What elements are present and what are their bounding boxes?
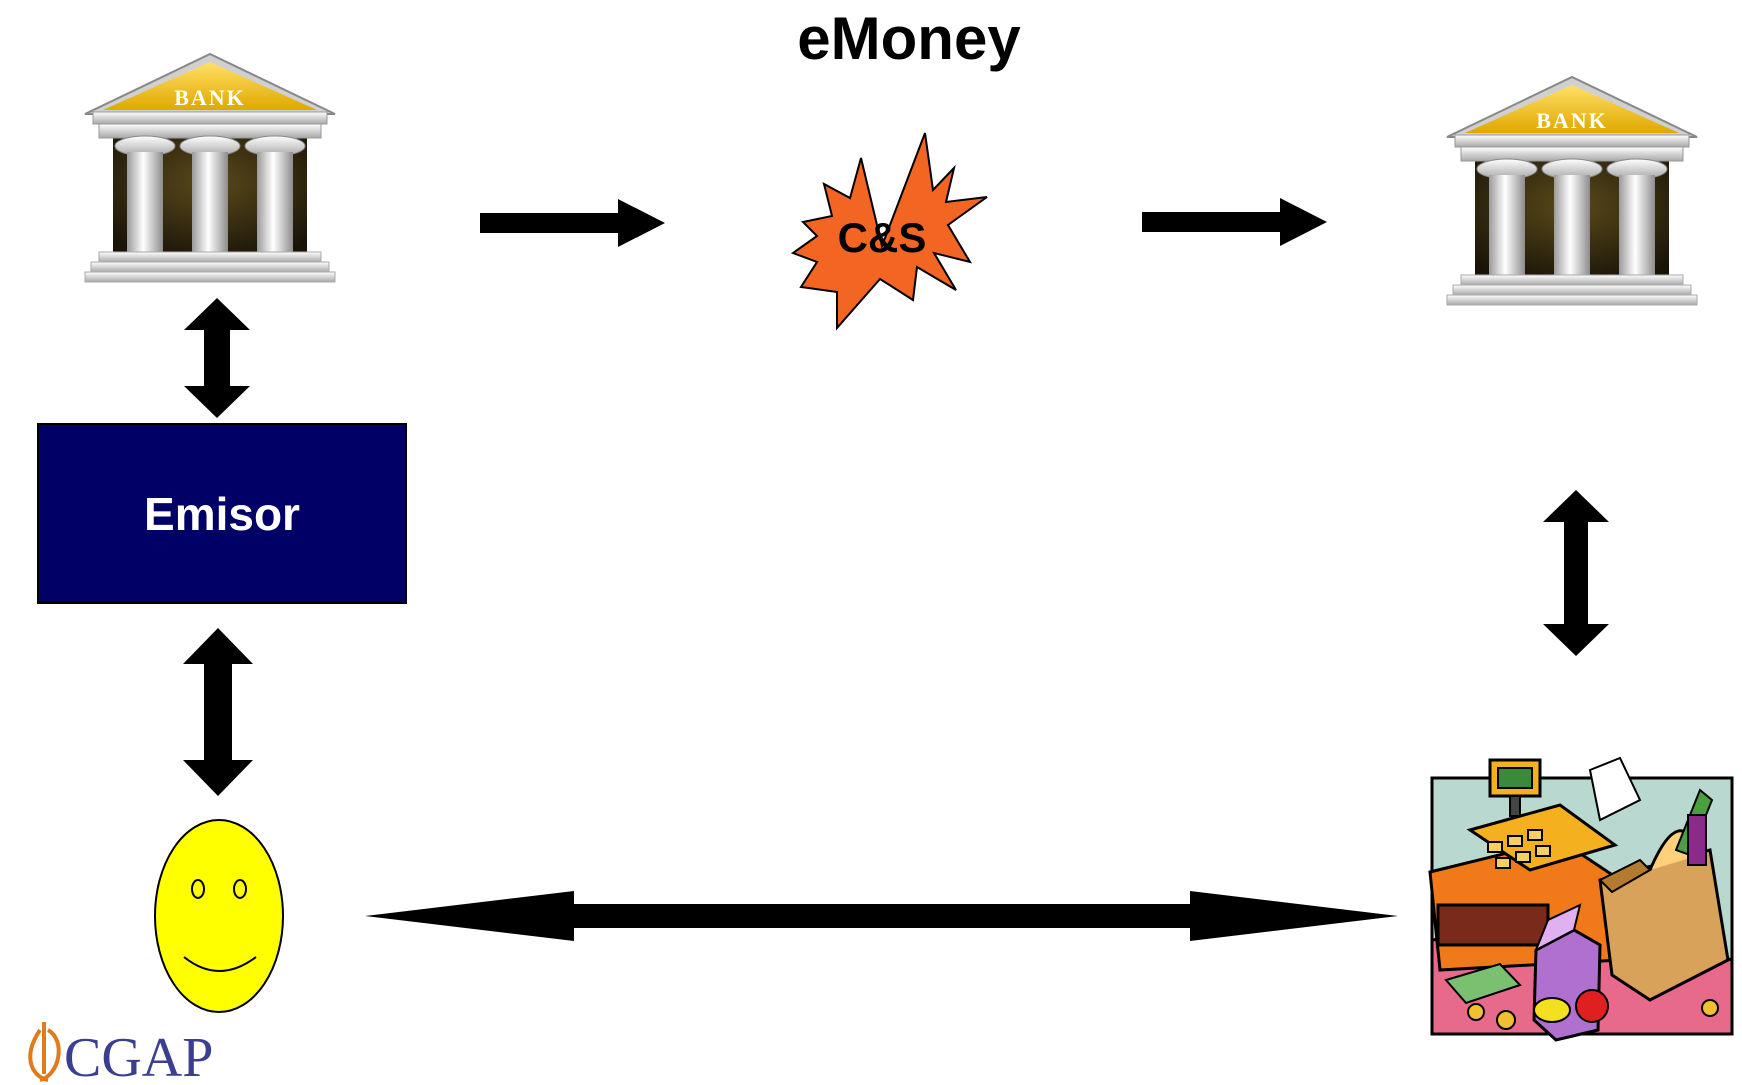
arrow-emisor-user <box>183 628 253 796</box>
bank-left-sign: BANK <box>174 85 246 110</box>
emisor-label: Emisor <box>144 488 300 540</box>
arrow-bank-merchant <box>1543 490 1609 656</box>
arrow-clearing-to-bank <box>1142 198 1327 246</box>
arrow-bank-emisor <box>184 298 250 418</box>
bank-right-sign: BANK <box>1536 108 1608 133</box>
cgap-logo: CGAP <box>28 1022 213 1085</box>
arrow-user-merchant <box>365 891 1398 941</box>
arrow-bank-to-clearing <box>480 199 665 247</box>
diagram-title: eMoney <box>797 5 1021 72</box>
cgap-logo-text: CGAP <box>64 1027 213 1085</box>
merchant-store-icon <box>1428 756 1734 1042</box>
clearing-starburst-icon: C&S <box>790 132 988 331</box>
clearing-label: C&S <box>838 214 927 261</box>
emisor-box: Emisor <box>37 423 407 604</box>
user-smiley-icon <box>154 819 284 1013</box>
bank-left-icon: BANK <box>84 53 336 283</box>
cgap-logo-mark <box>28 1022 61 1082</box>
bank-right-icon: BANK <box>1446 76 1698 306</box>
